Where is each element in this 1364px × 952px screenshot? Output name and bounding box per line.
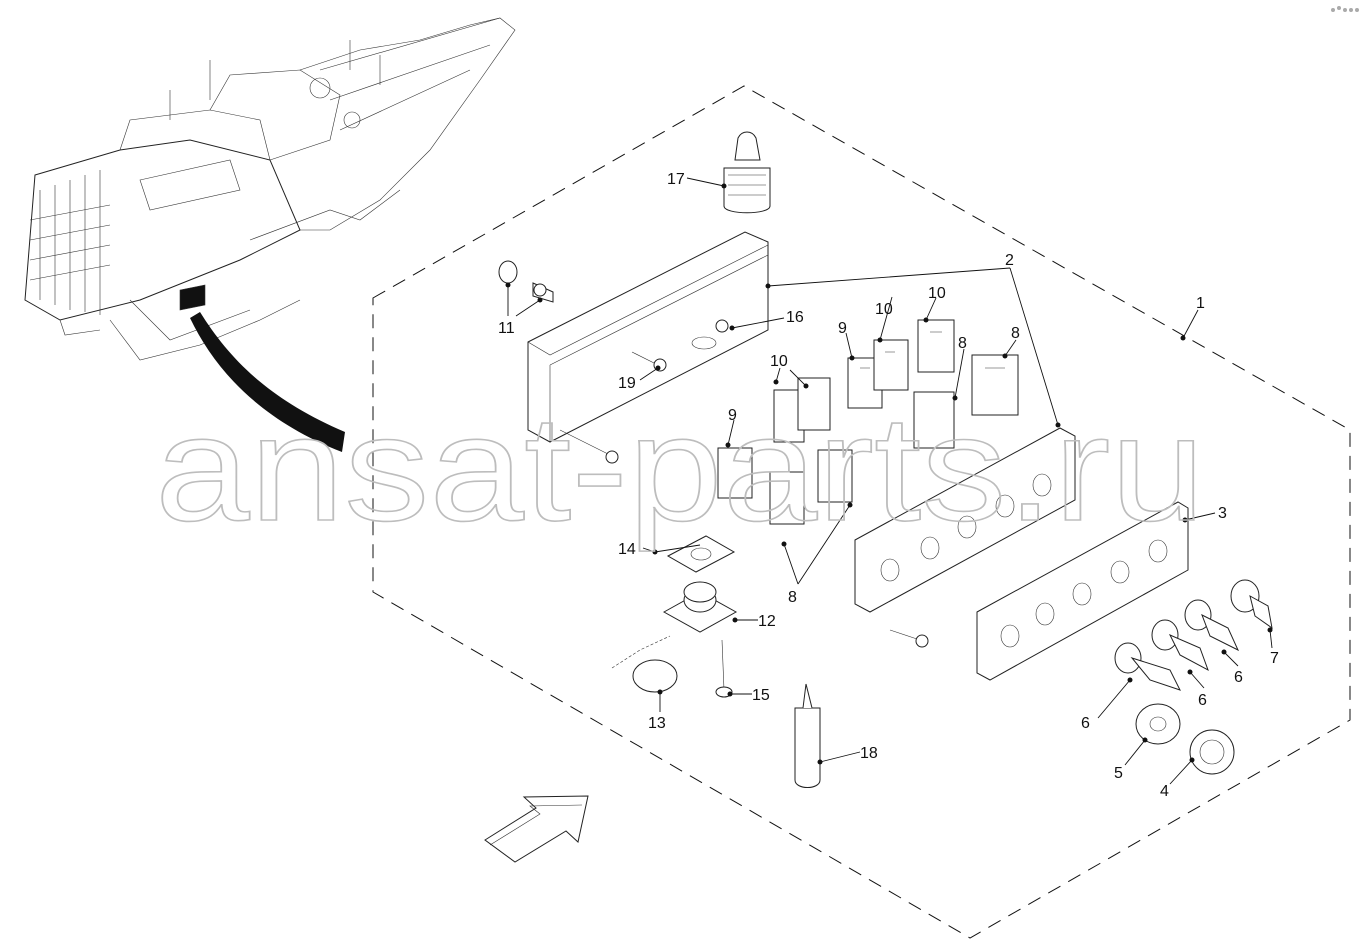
callout-10: 10 bbox=[928, 285, 946, 302]
callout-15: 15 bbox=[752, 687, 770, 704]
direction-arrow-icon bbox=[484, 795, 589, 863]
callout-6: 6 bbox=[1198, 692, 1207, 709]
callout-9: 9 bbox=[838, 320, 847, 337]
part-panel-plates bbox=[854, 427, 1189, 681]
callout-6: 6 bbox=[1081, 715, 1090, 732]
callout-16: 16 bbox=[786, 309, 804, 326]
callout-18: 18 bbox=[860, 745, 878, 762]
switches bbox=[1114, 579, 1273, 775]
callout-13: 13 bbox=[648, 715, 666, 732]
callout-19: 19 bbox=[618, 375, 636, 392]
callout-5: 5 bbox=[1114, 765, 1123, 782]
callout-6: 6 bbox=[1234, 669, 1243, 686]
machine-overview bbox=[24, 17, 516, 361]
part-enclosure-box bbox=[527, 231, 769, 464]
callout-8: 8 bbox=[1011, 325, 1020, 342]
callout-17: 17 bbox=[667, 171, 685, 188]
part-cap bbox=[723, 131, 771, 214]
callout-leaders bbox=[505, 177, 1273, 785]
callout-8: 8 bbox=[958, 335, 967, 352]
callout-1: 1 bbox=[1196, 295, 1205, 312]
contact-blocks bbox=[717, 319, 1019, 525]
assembly-boundary bbox=[372, 85, 1351, 939]
callout-11: 11 bbox=[498, 320, 515, 337]
callout-2: 2 bbox=[1005, 252, 1014, 269]
part-fittings bbox=[498, 260, 554, 303]
part-tube bbox=[794, 683, 821, 788]
callout-7: 7 bbox=[1270, 650, 1279, 667]
callout-10: 10 bbox=[875, 301, 893, 318]
brand-mark-icon bbox=[1331, 6, 1359, 12]
callout-14: 14 bbox=[618, 541, 636, 558]
watermark-text: ansat-parts.ru bbox=[155, 384, 1205, 552]
callout-9: 9 bbox=[728, 407, 737, 424]
callout-4: 4 bbox=[1160, 783, 1169, 800]
callout-12: 12 bbox=[758, 613, 776, 630]
detail-leader-ribbon bbox=[190, 312, 345, 452]
callout-10: 10 bbox=[770, 353, 788, 370]
callout-3: 3 bbox=[1218, 505, 1227, 522]
callout-numbers: 17 2 1 11 16 10 10 9 8 8 19 10 9 14 8 3 … bbox=[498, 171, 1279, 800]
connector-parts bbox=[611, 535, 738, 698]
callout-8: 8 bbox=[788, 589, 797, 606]
